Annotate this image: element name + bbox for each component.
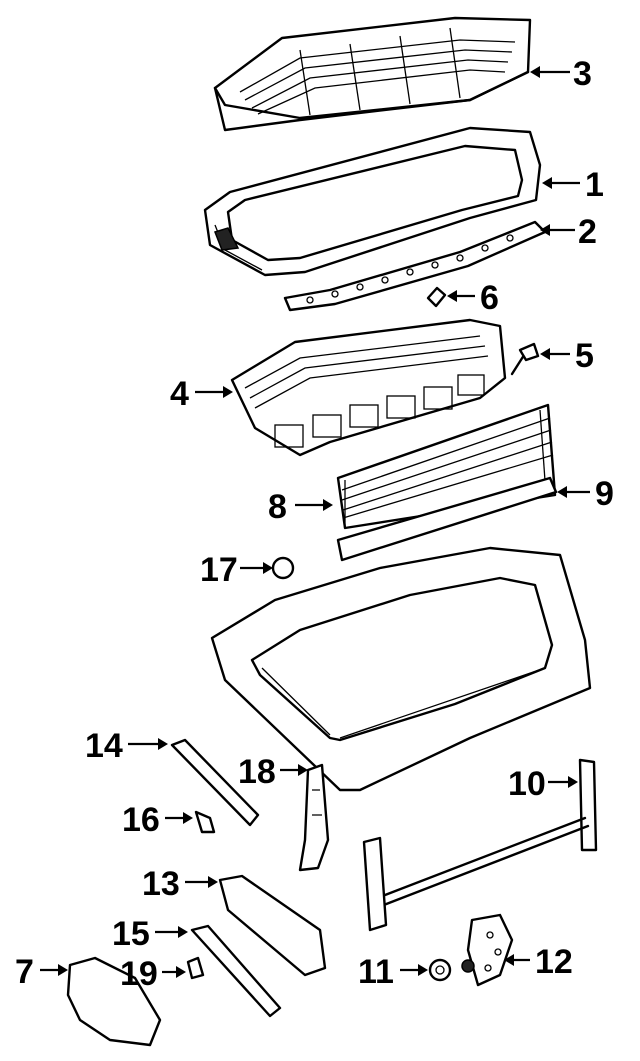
callout-12: 12 xyxy=(535,943,573,981)
callout-labels: 3 1 2 6 5 4 9 8 17 14 18 10 16 13 15 11 … xyxy=(15,55,614,993)
part-19-clip xyxy=(186,956,205,980)
part-13-bracket xyxy=(218,874,327,977)
callout-18: 18 xyxy=(238,753,276,791)
part-11-washer xyxy=(428,958,452,982)
callout-7: 7 xyxy=(15,953,34,991)
callout-5: 5 xyxy=(575,337,594,375)
part-4-glass-panel xyxy=(230,318,507,457)
callout-2: 2 xyxy=(578,213,597,251)
callout-13: 13 xyxy=(142,865,180,903)
callout-1: 1 xyxy=(585,166,604,204)
callout-6: 6 xyxy=(480,279,499,317)
callout-9: 9 xyxy=(595,475,614,513)
part-5-bolt xyxy=(510,342,540,376)
callout-4: 4 xyxy=(170,375,189,413)
part-8-9-sunshade xyxy=(336,403,558,562)
part-15-strip xyxy=(190,924,282,1018)
part-3-grille-panel xyxy=(213,16,532,132)
callout-15: 15 xyxy=(112,915,150,953)
callout-3: 3 xyxy=(573,55,592,93)
part-10-bracket xyxy=(362,758,598,932)
part-1-sunroof-frame xyxy=(203,126,542,277)
callout-8: 8 xyxy=(268,488,287,526)
callout-14: 14 xyxy=(85,727,123,765)
part-7-cover xyxy=(66,956,162,1047)
part-14-strip xyxy=(170,738,260,827)
part-16-bolt xyxy=(194,810,216,834)
callout-arrows xyxy=(40,66,590,978)
part-18-bracket xyxy=(298,763,330,872)
callout-16: 16 xyxy=(122,801,160,839)
callout-19: 19 xyxy=(120,955,158,993)
callout-11: 11 xyxy=(358,953,394,991)
callout-10: 10 xyxy=(508,765,546,803)
part-12-gear xyxy=(461,913,514,987)
callout-17: 17 xyxy=(200,551,238,589)
part-17-knob xyxy=(271,556,295,580)
part-6-clip xyxy=(426,286,447,308)
